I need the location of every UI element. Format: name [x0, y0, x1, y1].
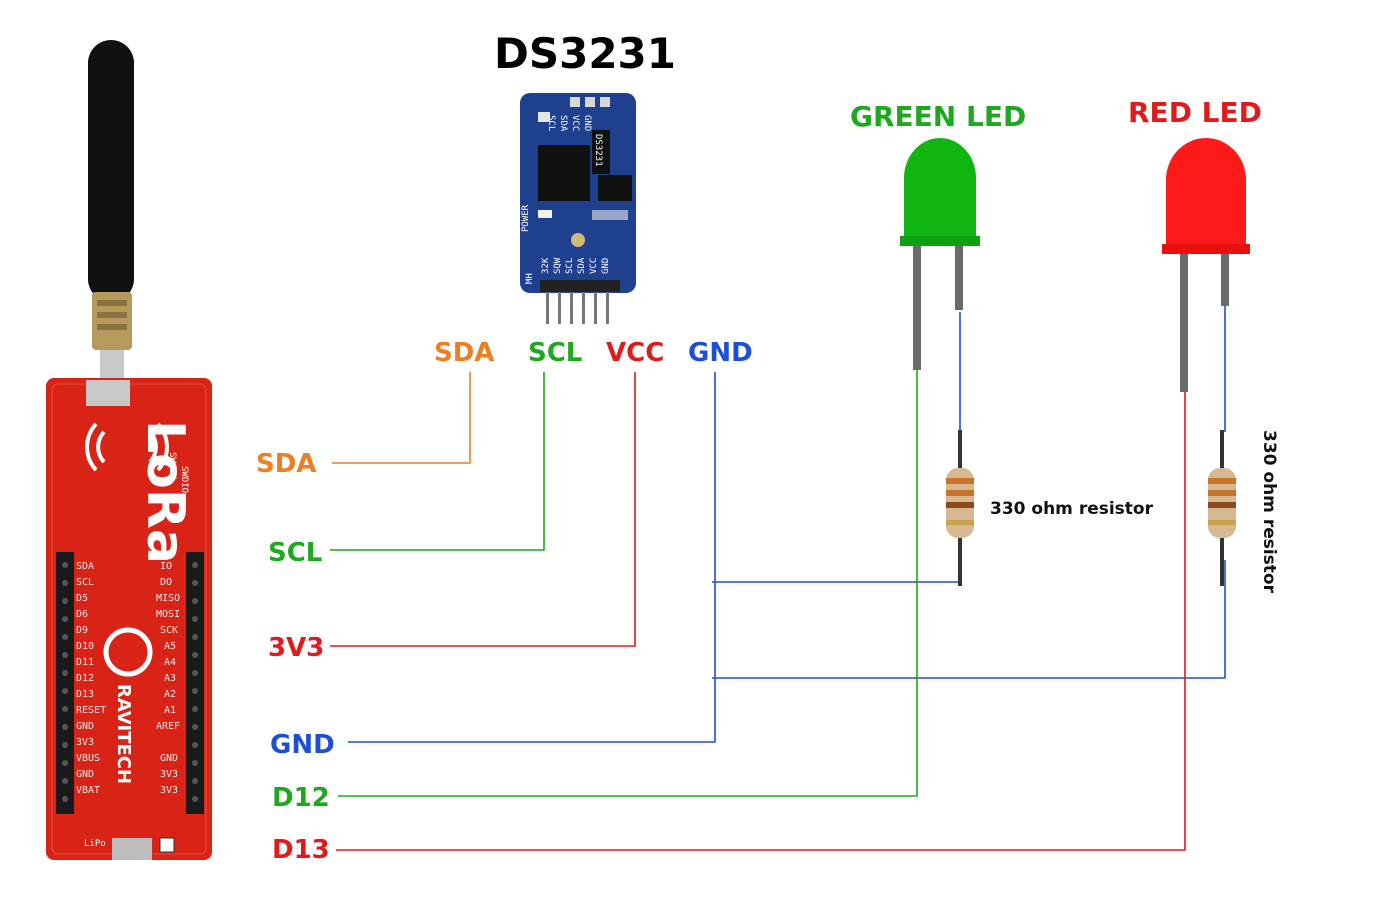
board-3v3-label: 3V3 [268, 633, 324, 663]
wire-gnd-module [348, 372, 716, 743]
pin-label: IO [160, 561, 172, 572]
pin-label: D5 [76, 593, 88, 604]
pin-label: 3V3 [160, 769, 178, 780]
pin-label: SDA [76, 561, 94, 572]
module-top-pin: GND [582, 115, 592, 131]
module-top-pin: SDA [558, 115, 568, 132]
pin-label: SCK [160, 625, 178, 636]
module-vcc-label: VCC [606, 338, 664, 368]
antenna [88, 40, 134, 302]
svg-text:RAVITECH: RAVITECH [113, 684, 134, 784]
module-top-pin: SCL [546, 115, 556, 131]
power-label: POWER [521, 204, 531, 232]
green-led-label: GREEN LED [850, 100, 1026, 133]
pin-label: 3V3 [76, 737, 94, 748]
module-bottom-pin: 32K [541, 257, 551, 274]
pin-label: VBAT [76, 785, 100, 796]
module-bottom-pin: VCC [589, 258, 599, 274]
pin-label: D12 [76, 673, 94, 684]
module-top-pin: VCC [570, 115, 580, 131]
pin-label: MOSI [156, 609, 180, 620]
red-led [1162, 138, 1250, 392]
pin-label: GND [76, 721, 94, 732]
red-led-leg-long [1180, 254, 1188, 392]
swclk-label: SWCLK [167, 452, 177, 480]
pin-label: DO [160, 577, 172, 588]
red-led-leg-short [1221, 254, 1229, 306]
module-bottom-pin: SQW [553, 257, 563, 274]
usb-connector [112, 838, 152, 860]
pin-label: D9 [76, 625, 88, 636]
board-scl-label: SCL [268, 538, 322, 568]
green-resistor-label: 330 ohm resistor [990, 499, 1154, 519]
wire-d12 [338, 370, 918, 797]
right-header [186, 552, 204, 814]
module-bottom-pin: SDA [577, 257, 587, 274]
antenna-connector [92, 292, 132, 350]
pin-label: A3 [164, 673, 176, 684]
green-led-leg-short [955, 246, 963, 310]
red-led-label: RED LED [1128, 96, 1262, 129]
wire-scl [330, 372, 545, 551]
pin-label: A4 [164, 657, 176, 668]
wires [330, 306, 1226, 851]
wire-gnd-red-resistor [712, 560, 1226, 679]
lora-pcb [46, 378, 212, 860]
pin-label: D11 [76, 657, 94, 668]
pin-label: A2 [164, 689, 176, 700]
pin-label: GND [76, 769, 94, 780]
board-d13-label: D13 [272, 835, 330, 865]
pin-label: D6 [76, 609, 88, 620]
board-gnd-label: GND [270, 730, 335, 760]
module-title: DS3231 [494, 29, 676, 78]
lora-board: LoRa SDA SCL D5 D6 D9 D10 D11 D12 D13 [46, 40, 212, 860]
mh-label: MH [525, 273, 535, 284]
module-bottom-pin: SCL [565, 258, 575, 274]
pin-label: D10 [76, 641, 94, 652]
ds3231-module: DS3231 POWER MH SCL SDA VCC GND 32K SQW … [520, 93, 636, 324]
swdio-label: SWDIO [179, 466, 189, 493]
red-resistor [1208, 430, 1236, 586]
green-led-body [904, 138, 976, 246]
module-sda-label: SDA [434, 338, 494, 368]
pin-label: MISO [156, 593, 180, 604]
pin-label: RESET [76, 705, 106, 716]
wire-d13 [336, 392, 1186, 851]
lora-left-pin-labels: SDA SCL D5 D6 D9 D10 D11 D12 D13 RESET G… [76, 561, 106, 796]
wire-gnd-green-resistor [712, 560, 961, 583]
pin-label: AREF [156, 721, 180, 732]
pin-label: VBUS [76, 753, 100, 764]
board-sda-label: SDA [256, 449, 316, 479]
pin-label: D13 [76, 689, 94, 700]
module-bottom-pin: GND [601, 258, 611, 274]
left-header [56, 552, 74, 814]
red-led-body [1166, 138, 1246, 254]
pin-label: A1 [164, 705, 176, 716]
ravitech-logo: RAVITECH [103, 627, 153, 784]
lipo-label: LiPo [84, 839, 106, 849]
green-led-leg-long [913, 246, 921, 370]
rtc-chip [538, 145, 590, 201]
module-gnd-label: GND [688, 338, 753, 368]
lora-right-pin-labels: IO DO MISO MOSI SCK A5 A4 A3 A2 A1 AREF … [156, 561, 180, 796]
green-resistor [946, 430, 974, 586]
red-resistor-label: 330 ohm resistor [1259, 430, 1279, 594]
module-scl-label: SCL [528, 338, 582, 368]
wire-3v3 [330, 372, 636, 647]
chip-label: DS3231 [593, 134, 603, 167]
board-d12-label: D12 [272, 783, 330, 813]
wireless-icon [85, 422, 169, 472]
pin-label: A5 [164, 641, 176, 652]
pin-label: 3V3 [160, 785, 178, 796]
pin-label: SCL [76, 577, 94, 588]
lora-logo: LoRa [135, 420, 195, 564]
pin-label: GND [160, 753, 178, 764]
wire-sda [332, 372, 471, 464]
green-led [900, 138, 980, 370]
